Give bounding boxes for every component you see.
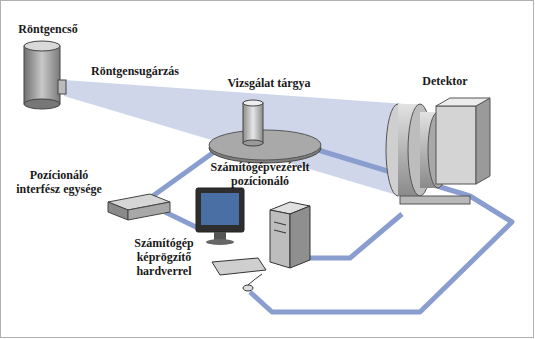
positioner-turntable xyxy=(209,130,321,163)
computer-tower xyxy=(270,202,310,268)
mouse-cord xyxy=(248,274,262,285)
beam-label: Röntgensugárzás xyxy=(78,64,192,78)
detector xyxy=(386,98,490,204)
interface-label: Pozícionáló interfész egysége xyxy=(14,168,104,196)
computer-label: Számítógép képrögzítő hardverrel xyxy=(116,236,212,278)
monitor xyxy=(196,188,244,245)
mouse xyxy=(243,285,253,291)
positioner-label: Számítógépvezérelt pozícionáló xyxy=(190,160,330,188)
keyboard xyxy=(212,258,266,275)
interface-unit xyxy=(108,194,170,220)
tube-label: Röntgencső xyxy=(8,22,88,36)
xray-tube xyxy=(24,41,66,109)
object-label: Vizsgálat tárgya xyxy=(212,76,326,90)
test-object xyxy=(243,100,263,146)
detector-label: Detektor xyxy=(405,74,485,88)
xray-beam xyxy=(64,80,405,196)
